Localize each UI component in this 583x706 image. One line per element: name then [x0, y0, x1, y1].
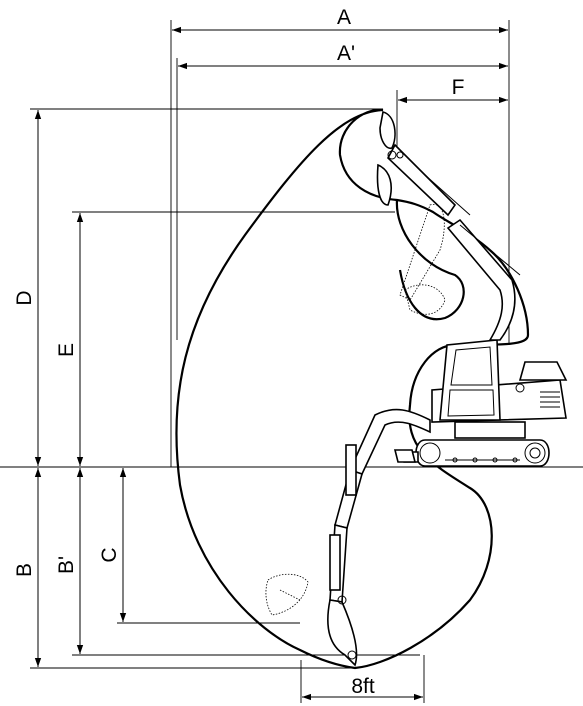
- working-range-envelope: [175, 108, 530, 670]
- label-c: C: [98, 547, 121, 562]
- extension-lines: [30, 20, 510, 703]
- label-a: A: [337, 6, 351, 29]
- label-b: B: [13, 563, 36, 577]
- label-d: D: [13, 290, 36, 305]
- dimension-labels: A A' F 8ft D E B B' C: [13, 6, 464, 698]
- label-f: F: [452, 76, 465, 99]
- label-width: 8ft: [351, 675, 375, 698]
- boom-arm-raised: [376, 111, 521, 341]
- label-a-prime: A': [337, 42, 355, 65]
- alt-bucket-positions: [265, 204, 446, 616]
- label-b-prime: B': [55, 556, 78, 574]
- label-e: E: [55, 343, 78, 357]
- boom-arm-lowered: [327, 408, 431, 667]
- dimension-lines: [34, 26, 508, 701]
- excavator-body: [398, 339, 568, 467]
